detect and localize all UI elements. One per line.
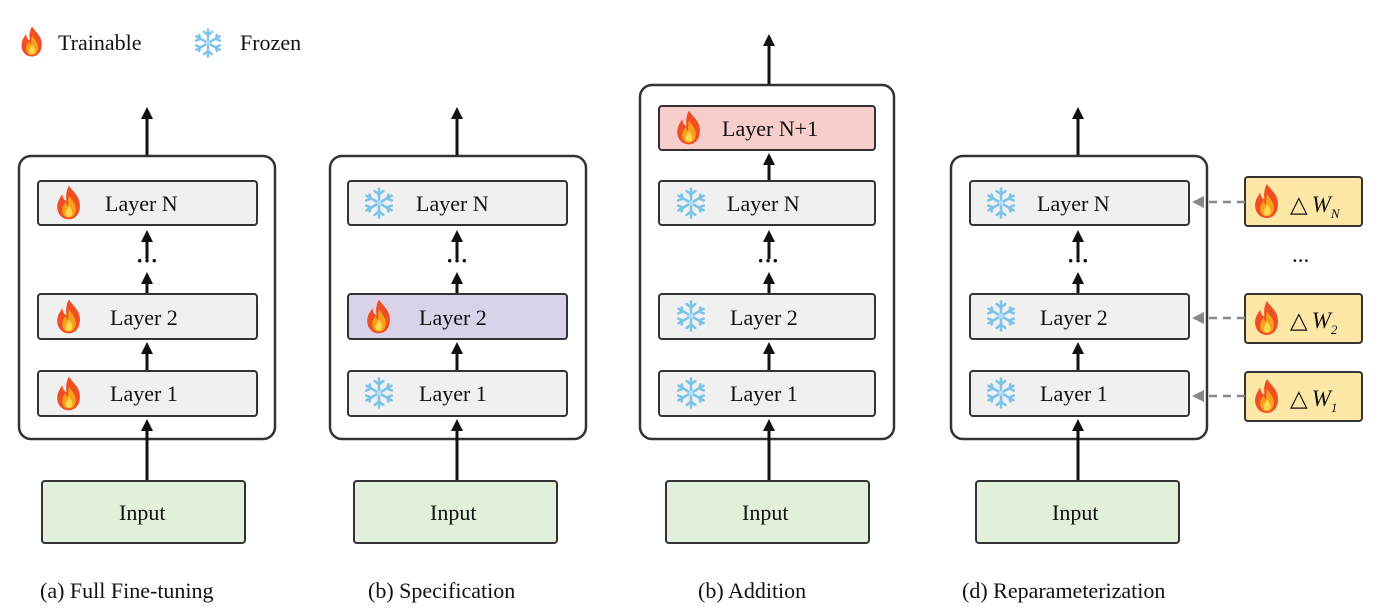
panel-caption: (d) Reparameterization: [962, 578, 1165, 603]
layer-1-box: [658, 370, 876, 417]
delta-symbol: △W2: [1290, 308, 1338, 337]
layer-1-label: Layer 1: [110, 381, 178, 406]
layer-2-box: [658, 293, 876, 340]
layer-n-plus-1-label: Layer N+1: [722, 116, 818, 141]
layer-n-label: Layer N: [1037, 191, 1110, 216]
legend-trainable-label: Trainable: [58, 30, 142, 55]
panel-specification: Layer N ··· Layer 2 Layer 1 Input (b) Sp…: [328, 107, 588, 603]
delta-ellipsis: ...: [1292, 242, 1309, 267]
layer-n-label: Layer N: [727, 191, 800, 216]
layer-n-box: [37, 180, 258, 226]
input-box: [665, 480, 870, 544]
layer-n-box: [658, 180, 876, 226]
input-label: Input: [742, 500, 788, 525]
layer-2-label: Layer 2: [419, 305, 487, 330]
layer-1-label: Layer 1: [419, 381, 487, 406]
layer-2-label: Layer 2: [1040, 305, 1108, 330]
layer-2-box: [969, 293, 1190, 340]
fire-icon: [21, 26, 42, 57]
layer-1-label: Layer 1: [1040, 381, 1108, 406]
delta-symbol: △WN: [1290, 192, 1341, 221]
layer-2-label: Layer 2: [110, 305, 178, 330]
ellipsis: ···: [446, 248, 468, 273]
delta-weight-1: △W1: [1192, 371, 1363, 422]
ellipsis: ···: [136, 248, 158, 273]
layer-n-box: [969, 180, 1190, 226]
layer-1-box: [37, 370, 258, 417]
panel-full-finetuning: Layer N ··· Layer 2 Layer 1 Input (a) Fu…: [17, 107, 277, 603]
layer-1-label: Layer 1: [730, 381, 798, 406]
delta-weight-n: △WN: [1192, 176, 1363, 227]
input-label: Input: [1052, 500, 1098, 525]
layer-2-box: [37, 293, 258, 340]
delta-weight-2: △W2: [1192, 293, 1363, 344]
snowflake-icon: [194, 28, 222, 58]
panel-caption: (b) Specification: [368, 578, 515, 603]
model-container: [638, 83, 896, 441]
layer-1-box: [969, 370, 1190, 417]
layer-2-box-trainable: [347, 293, 568, 340]
ellipsis: ···: [1067, 248, 1089, 273]
delta-symbol: △W1: [1290, 386, 1337, 415]
input-box: [975, 480, 1180, 544]
panel-reparameterization: Layer N ··· Layer 2 Layer 1 Input (d) Re…: [949, 107, 1363, 603]
panel-addition: Layer N+1 Layer N ··· Layer 2 Layer 1 In…: [638, 34, 896, 603]
layer-n-plus-1-box: [658, 105, 876, 151]
layer-n-label: Layer N: [416, 191, 489, 216]
panel-caption: (b) Addition: [698, 578, 806, 603]
input-box: [41, 480, 246, 544]
ellipsis: ···: [757, 248, 779, 273]
input-label: Input: [119, 500, 165, 525]
legend-frozen-label: Frozen: [240, 30, 301, 55]
layer-2-label: Layer 2: [730, 305, 798, 330]
panel-caption: (a) Full Fine-tuning: [40, 578, 214, 603]
legend: Trainable Frozen: [21, 26, 301, 58]
layer-n-label: Layer N: [105, 191, 178, 216]
input-label: Input: [430, 500, 476, 525]
layer-n-box: [347, 180, 568, 226]
layer-1-box: [347, 370, 568, 417]
input-box: [353, 480, 558, 544]
